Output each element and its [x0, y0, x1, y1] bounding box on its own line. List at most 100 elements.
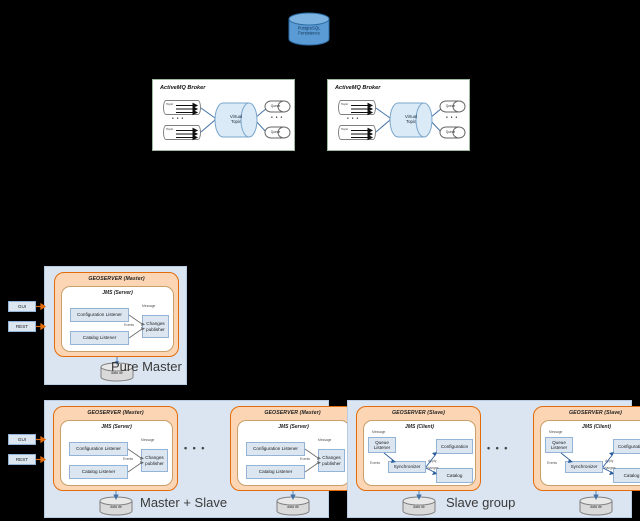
configuration: Configuration: [436, 439, 473, 454]
broker-1-queue-2: Queue: [264, 126, 291, 139]
broker-2-queue-ellipsis: • • •: [446, 115, 459, 121]
synchronizer: Synchronizer: [388, 461, 426, 473]
topic-arrows: [351, 102, 374, 116]
slave-group-geoserver-slave-2: GEOSERVER (Slave) JMS (Client) Queue Lis…: [533, 406, 640, 491]
catalog-listener: Catalog Listener: [70, 331, 129, 345]
changes-publisher: Changes publisher: [142, 315, 169, 338]
queue-listener: Queue Listener: [545, 437, 573, 453]
changes-publisher-line2: publisher: [146, 326, 165, 332]
changes-publisher-line1: Changes: [322, 455, 341, 461]
pure-master-jms-server: JMS (Server) Configuration Listener Cata…: [61, 286, 174, 352]
master-slave-gui-button[interactable]: GUI: [8, 434, 36, 445]
synchronizer: Synchronizer: [565, 461, 603, 473]
broker-2-topic-2: Topic: [338, 125, 376, 141]
master-slave-geoserver-master-1: GEOSERVER (Master) JMS (Server) Configur…: [53, 406, 178, 491]
topic-label: Topic: [166, 102, 174, 106]
virtual-topic-shape: [214, 102, 258, 138]
db-cylinder-shape: [288, 12, 330, 46]
slave-group-geoserver-slave-1: GEOSERVER (Slave) JMS (Client) Queue Lis…: [356, 406, 481, 491]
edge-label-events: Events: [300, 457, 311, 461]
jms-title: JMS (Client): [582, 424, 611, 430]
slave-group-datadir-links: [416, 491, 599, 501]
topic-arrows: [176, 102, 199, 116]
section-label-master-slave: Master + Slave: [140, 495, 228, 510]
configuration-listener: Configuration Listener: [246, 442, 305, 456]
section-pure-master: GEOSERVER (Master) JMS (Server) Configur…: [44, 266, 187, 385]
postgresql-persistence-db: PostgreSQL Persistence: [288, 12, 330, 46]
edge-label-message: Message: [318, 438, 332, 442]
jms-client-edges: [560, 452, 614, 475]
virtual-topic-shape: [389, 102, 433, 138]
section-slave-group: GEOSERVER (Slave) JMS (Client) Queue Lis…: [347, 400, 640, 518]
queue-shape: [264, 126, 291, 139]
apply-changes-line1: Apply: [605, 459, 614, 464]
pure-master-rest-button[interactable]: REST: [8, 321, 36, 332]
slave-group-data-dir-1: data dir: [402, 496, 436, 516]
broker-1-queue-1: Queue: [264, 100, 291, 113]
section-label-slave-group: Slave group: [446, 495, 516, 510]
queue-shape: [439, 100, 466, 113]
apply-changes-line1: Apply: [428, 459, 437, 464]
queue-listener-line2: Listener: [373, 445, 391, 450]
changes-publisher-line1: Changes: [145, 455, 164, 461]
changes-publisher-line2: publisher: [145, 460, 164, 466]
broker-1-queue-ellipsis: • • •: [271, 115, 284, 121]
edge-label-message: Message: [549, 430, 563, 434]
changes-publisher: Changes publisher: [318, 449, 345, 472]
topic-label: Topic: [341, 102, 349, 106]
slave-group-jms-client-2: JMS (Client) Queue Listener Synchronizer…: [540, 420, 640, 486]
jms-title: JMS (Server): [102, 290, 133, 296]
master-slave-datadir-links: [113, 491, 296, 501]
data-dir-shape: [402, 496, 436, 516]
master-slave-rest-button[interactable]: REST: [8, 454, 36, 465]
broker-2-topic-ellipsis: • • •: [347, 116, 360, 122]
activemq-broker-1: ActiveMQ Broker Topic • • • Topic: [152, 79, 295, 151]
master-slave-io-arrows: [36, 435, 47, 464]
edge-label-apply-changes: Apply changes: [426, 457, 438, 471]
jms-title: JMS (Server): [278, 424, 309, 430]
master-slave-ellipsis: • • •: [184, 443, 206, 453]
pure-master-geoserver-master: GEOSERVER (Master) JMS (Server) Configur…: [54, 272, 179, 357]
edge-label-apply-changes: Apply changes: [603, 457, 615, 471]
geoserver-role-title: GEOSERVER (Master): [87, 410, 144, 416]
geoserver-role-title: GEOSERVER (Slave): [568, 410, 622, 416]
edge-label-message: Message: [141, 438, 155, 442]
queue-shape: [264, 100, 291, 113]
catalog-listener: Catalog Listener: [69, 465, 128, 479]
configuration-listener: Configuration Listener: [70, 308, 129, 322]
slave-group-data-dir-2: data dir: [579, 496, 613, 516]
apply-changes-line2: changes: [603, 466, 616, 471]
activemq-broker-2: ActiveMQ Broker Topic • • • Topic: [327, 79, 470, 151]
edge-label-message: Message: [372, 430, 386, 434]
edge-label-events: Events: [370, 461, 381, 465]
jms-internal-edges: [127, 448, 144, 473]
master-slave-jms-server-2: JMS (Server) Configuration Listener Cata…: [237, 420, 350, 486]
broker-1-virtual-topic: Virtual Topic: [214, 101, 258, 139]
queue-shape: [439, 126, 466, 139]
topic-label: Topic: [166, 127, 174, 131]
topic-arrows: [351, 127, 374, 141]
changes-publisher: Changes publisher: [141, 449, 168, 472]
queue-listener-line2: Listener: [550, 445, 568, 450]
jms-client-edges: [383, 452, 437, 475]
data-dir-shape: [99, 496, 133, 516]
configuration-listener: Configuration Listener: [69, 442, 128, 456]
master-slave-jms-server-1: JMS (Server) Configuration Listener Cata…: [60, 420, 173, 486]
geoserver-role-title: GEOSERVER (Slave): [391, 410, 445, 416]
section-label-pure-master: Pure Master: [111, 359, 182, 374]
queue-listener-line1: Queue: [375, 439, 389, 445]
configuration: Configuration: [613, 439, 640, 454]
catalog: Catalog: [436, 468, 473, 483]
topic-label: Topic: [341, 127, 349, 131]
geoserver-role-title: GEOSERVER (Master): [264, 410, 321, 416]
broker-2-virtual-topic: Virtual Topic: [389, 101, 433, 139]
broker-1-topic-ellipsis: • • •: [172, 116, 185, 122]
master-slave-geoserver-master-2: GEOSERVER (Master) JMS (Server) Configur…: [230, 406, 355, 491]
broker-2-title: ActiveMQ Broker: [335, 85, 381, 91]
slave-group-jms-client-1: JMS (Client) Queue Listener Synchronizer…: [363, 420, 476, 486]
pure-master-io-arrows: [36, 302, 47, 331]
pure-master-gui-button[interactable]: GUI: [8, 301, 36, 312]
queue-listener-line1: Queue: [552, 439, 566, 445]
changes-publisher-line2: publisher: [322, 460, 341, 466]
section-master-slave: GEOSERVER (Master) JMS (Server) Configur…: [44, 400, 355, 518]
